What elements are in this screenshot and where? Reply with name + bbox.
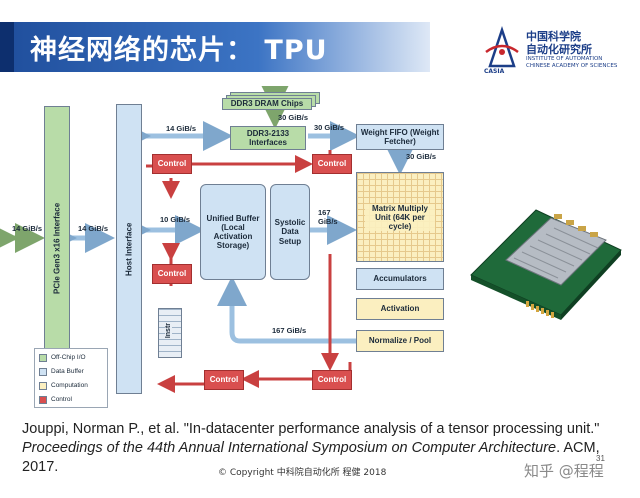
normalize-pool: Normalize / Pool (356, 330, 444, 352)
weight-fifo: Weight FIFO (Weight Fetcher) (356, 124, 444, 150)
bw-label-30-c: 30 GiB/s (406, 152, 437, 161)
slide-title: 神经网络的芯片： TPU (30, 35, 328, 66)
bw-label-10: 10 GiB/s (160, 215, 191, 224)
bw-label-mid: 14 GiB/s (78, 224, 109, 233)
legend-label-offchip: Off-Chip I/O (51, 354, 86, 361)
logo-name-cn: 中国科学院 (526, 30, 581, 43)
tpu-board-photo (466, 180, 626, 330)
mmu-label: Matrix Multiply Unit (64K per cycle) (365, 203, 435, 231)
bw-label-left: 14 GiB/s (12, 224, 43, 233)
page-number: 31 (596, 454, 605, 463)
citation-tail: . ACM, 2017. (22, 440, 600, 475)
ddr3-interfaces: DDR3-2133 Interfaces (230, 126, 306, 150)
tpu-block-diagram: PCIe Gen3 x16 Interface Host Interface D… (0, 86, 450, 416)
bw-label-top: 14 GiB/s (166, 124, 197, 133)
control-block-mid-left: Control (152, 264, 192, 284)
legend-label-compute: Computation (51, 382, 88, 389)
logo-name-cn2: 自动化研究所 (526, 43, 592, 56)
control-block-top-right: Control (312, 154, 352, 174)
control-block-bottom-right: Control (312, 370, 352, 390)
logo-abbr: CASIA (484, 68, 505, 75)
unified-buffer: Unified Buffer (Local Activation Storage… (200, 184, 266, 280)
matrix-multiply-unit: Matrix Multiply Unit (64K per cycle) (356, 172, 444, 262)
legend-label-buffer: Data Buffer (51, 368, 84, 375)
logo-name-en1: INSTITUTE OF AUTOMATION (526, 56, 603, 62)
legend-swatch-buffer (39, 368, 47, 376)
legend-swatch-compute (39, 382, 47, 390)
accumulators: Accumulators (356, 268, 444, 290)
bw-label-167-b: 167 GiB/s (272, 326, 307, 335)
logo-name-en2: CHINESE ACADEMY OF SCIENCES (526, 63, 618, 69)
host-interface: Host Interface (116, 104, 142, 394)
instr-label: Instr (165, 323, 172, 339)
systolic-data-setup: Systolic Data Setup (270, 184, 310, 280)
dram-chips: DDR3 DRAM Chips (222, 98, 312, 110)
casia-logo: CASIA 中国科学院 自动化研究所 INSTITUTE OF AUTOMATI… (482, 24, 632, 80)
tpu-board-icon (470, 209, 622, 320)
title-accent (0, 22, 14, 72)
casia-logo-icon (485, 26, 519, 68)
control-block-bottom-mid: Control (204, 370, 244, 390)
legend: Off-Chip I/O Data Buffer Computation Con… (34, 348, 108, 408)
citation: Jouppi, Norman P., et al. "In-datacenter… (22, 420, 622, 477)
instr-buffer: Instr (158, 308, 182, 358)
watermark: 知乎 @程程 (524, 462, 604, 480)
bw-label-30-a: 30 GiB/s (278, 113, 309, 122)
citation-title: "In-datacenter performance analysis of a… (183, 421, 600, 437)
bw-label-30-b: 30 GiB/s (314, 123, 345, 132)
citation-authors: Jouppi, Norman P., et al. (22, 421, 184, 437)
legend-swatch-offchip (39, 354, 47, 362)
title-bar (0, 22, 430, 72)
diagram-arrows (0, 86, 415, 393)
bw-label-167-a: 167 GiB/s (318, 208, 338, 226)
activation: Activation (356, 298, 444, 320)
legend-swatch-control (39, 396, 47, 404)
citation-venue: Proceedings of the 44th Annual Internati… (22, 440, 557, 456)
control-block-top-left: Control (152, 154, 192, 174)
legend-label-control: Control (51, 396, 72, 403)
copyright: © Copyright 中科院自动化所 程健 2018 (218, 468, 387, 478)
